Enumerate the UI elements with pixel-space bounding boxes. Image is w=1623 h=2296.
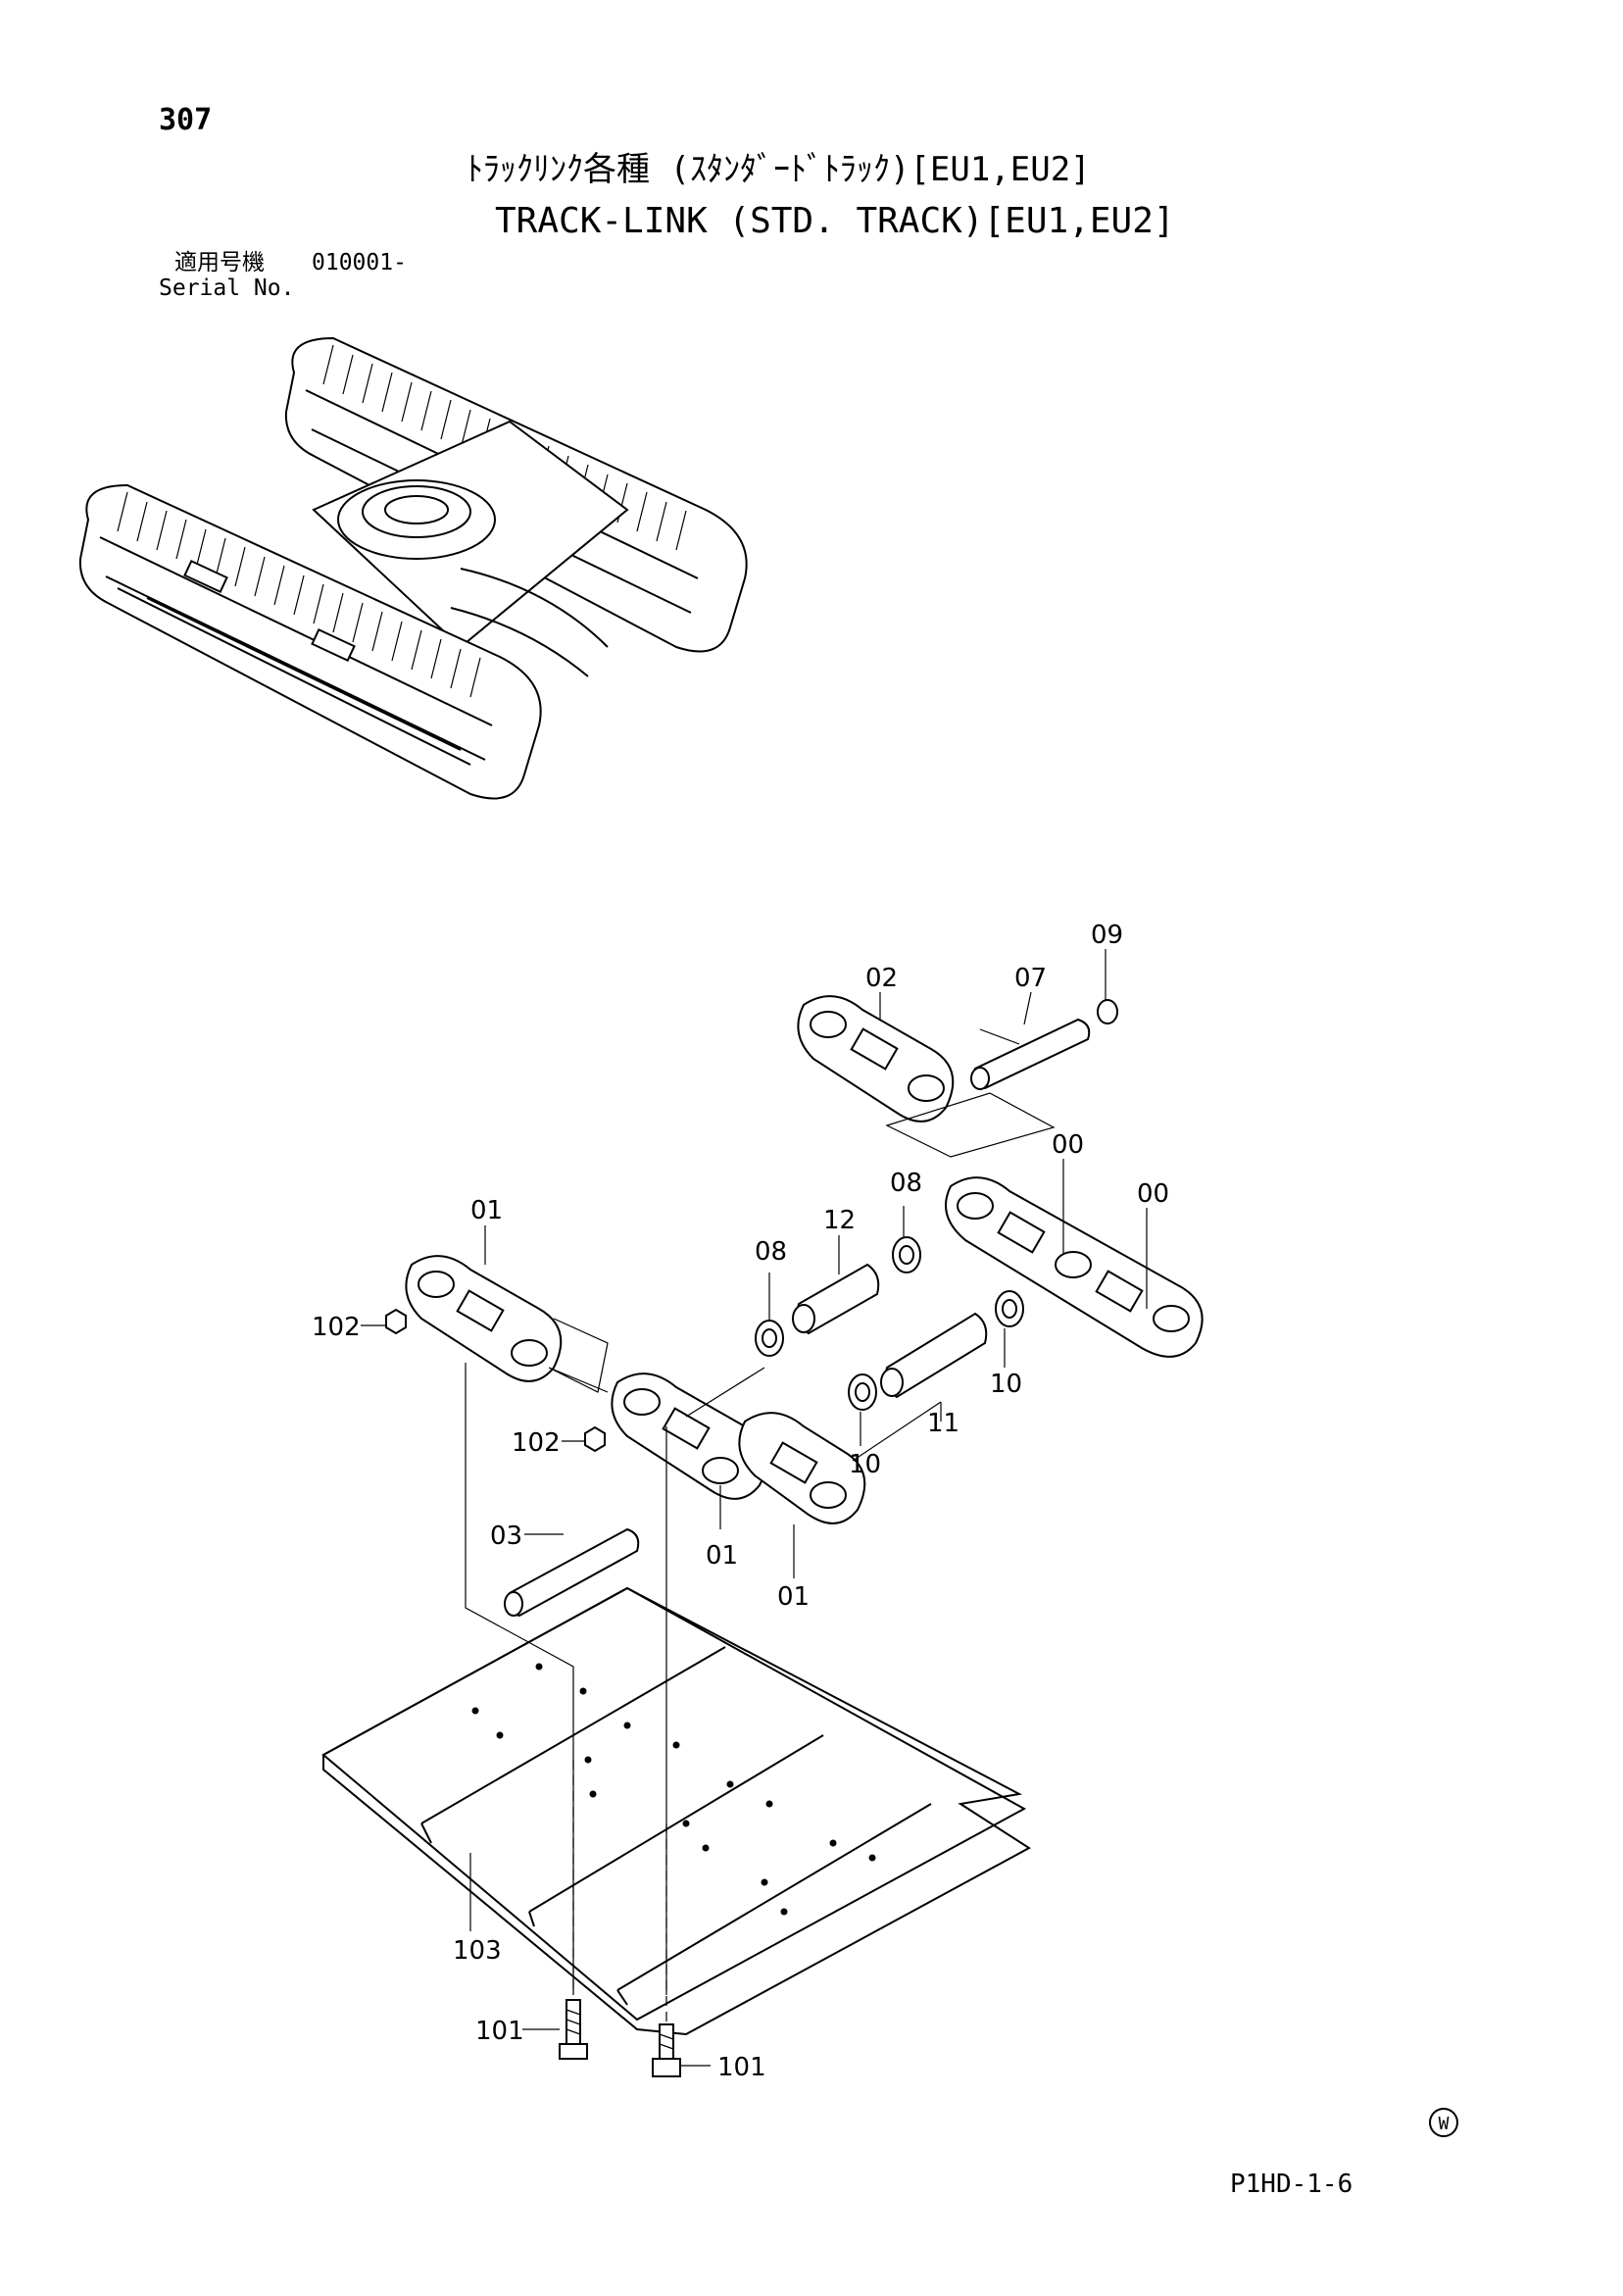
callout-01: 01 <box>706 1541 738 1571</box>
callout-102: 102 <box>512 1428 561 1458</box>
callout-00: 00 <box>1137 1179 1169 1209</box>
undercarriage-illustration <box>78 336 748 800</box>
callout-01: 01 <box>470 1196 503 1225</box>
track-link-exploded-view <box>321 995 1204 2077</box>
callout-leaders <box>361 949 1148 2067</box>
circled-w-mark: W <box>1429 2108 1458 2137</box>
callout-08: 08 <box>755 1237 787 1267</box>
serial-label-japanese: 適用号機 <box>174 250 265 275</box>
callout-02: 02 <box>865 964 898 993</box>
callout-01: 01 <box>777 1582 810 1612</box>
serial-label-english: Serial No. <box>159 275 295 301</box>
page-number: 307 <box>159 103 213 137</box>
callout-101: 101 <box>475 2017 524 2046</box>
callout-labels: 09 02 07 00 00 08 08 12 01 01 01 102 102… <box>312 921 1169 2082</box>
footer-code: P1HD-1-6 <box>1230 2170 1353 2199</box>
callout-102: 102 <box>312 1313 361 1342</box>
callout-101: 101 <box>717 2053 766 2082</box>
callout-10: 10 <box>990 1370 1022 1399</box>
callout-103: 103 <box>453 1936 502 1966</box>
callout-00: 00 <box>1052 1130 1084 1160</box>
callout-07: 07 <box>1014 964 1047 993</box>
serial-number-value: 010001- <box>312 250 407 275</box>
callout-10: 10 <box>849 1450 881 1479</box>
title-japanese: ﾄﾗｯｸﾘﾝｸ各種 (ｽﾀﾝﾀﾞｰﾄﾞﾄﾗｯｸ)[EU1,EU2] <box>467 150 1091 189</box>
callout-03: 03 <box>490 1522 522 1551</box>
callout-08: 08 <box>890 1169 922 1198</box>
callout-09: 09 <box>1091 921 1123 950</box>
callout-11: 11 <box>927 1409 959 1438</box>
callout-12: 12 <box>823 1206 856 1235</box>
title-english: TRACK-LINK (STD. TRACK)[EU1,EU2] <box>495 201 1175 241</box>
